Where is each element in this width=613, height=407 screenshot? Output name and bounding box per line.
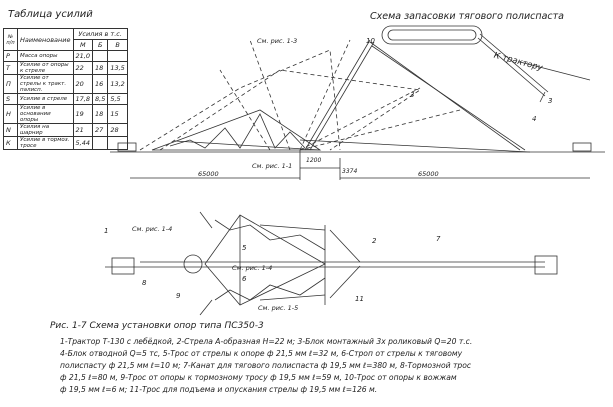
mark-plan-4: 6 — [242, 275, 247, 283]
caption-line-2: полиспасту ф 21,5 мм ℓ=10 м; 7-Канат для… — [60, 361, 472, 370]
mark-plan-1: 8 — [142, 279, 147, 287]
tractor-right — [572, 142, 592, 152]
mark-top-1: 3 — [548, 97, 553, 105]
boom — [304, 39, 371, 151]
plan-tractor-left — [111, 257, 135, 275]
caption-line-1: 4-Блок отводной Q=5 тс, 5-Трос от стрелы… — [60, 349, 463, 358]
mark-plan-0: 1 — [104, 227, 109, 235]
cell-v1: 5,44 — [72, 136, 94, 150]
dim-right: 65000 — [418, 170, 439, 178]
tractor-left — [117, 142, 137, 152]
cell-name: Усилие в тормоз. тросе — [17, 136, 74, 150]
mark-plan-7: 11 — [355, 295, 364, 303]
cell-id: Н — [3, 104, 18, 124]
forces-table: № п/п Наименование Усилия в т.с. М Б В Р… — [3, 28, 128, 150]
caption-line-0: 1-Трактор Т-130 с лебёдкой, 2-Стрела А-о… — [60, 337, 473, 346]
mark-top-2: 4 — [532, 115, 537, 123]
tower-lying — [151, 109, 322, 151]
cell-v1: 19 — [72, 104, 94, 124]
ref-fig-1-1: См. рис. 1-1 — [252, 162, 293, 170]
caption-title: Рис. 1-7 Схема установки опор типа ПС350… — [50, 321, 264, 331]
mark-plan-5: 2 — [372, 237, 377, 245]
caption-line-4: ф 19,5 мм ℓ=6 м; 11-Трос для подъема и о… — [60, 385, 378, 394]
ref-fig-1-3: См. рис. 1-3 — [257, 37, 298, 45]
ref-fig-1-4: См. рис. 1-4 — [132, 225, 173, 233]
caption-line-3: ф 21,5 ℓ=80 м, 9-Трос от опоры к тормозн… — [60, 373, 457, 382]
mark-plan-6: 7 — [436, 235, 441, 243]
dim-left: 65000 — [198, 170, 219, 178]
pulley-scheme — [381, 25, 591, 103]
mark-plan-2: 9 — [176, 292, 181, 300]
scheme-title: Схема запасовки тягового полиспаста — [370, 11, 564, 22]
cell-id: К — [3, 136, 18, 150]
dim-3374: 3374 — [342, 168, 358, 175]
plan-hinge — [183, 254, 203, 274]
cell-name: Усилие от стрелы к тракт. палисп. — [17, 74, 74, 94]
mark-top-3: 3 — [410, 91, 415, 99]
ref-fig-1-5: См. рис. 1-5 — [258, 304, 299, 312]
ref-fig-1-4b: См. рис. 1-4 — [232, 264, 273, 272]
mark-plan-3: 5 — [242, 244, 247, 252]
plan-tractor-right — [534, 255, 558, 275]
dim-1200: 1200 — [306, 157, 322, 164]
table-title: Таблица усилий — [8, 9, 93, 20]
mark-top-0: 10 — [366, 37, 375, 45]
tower-positions — [139, 39, 461, 151]
